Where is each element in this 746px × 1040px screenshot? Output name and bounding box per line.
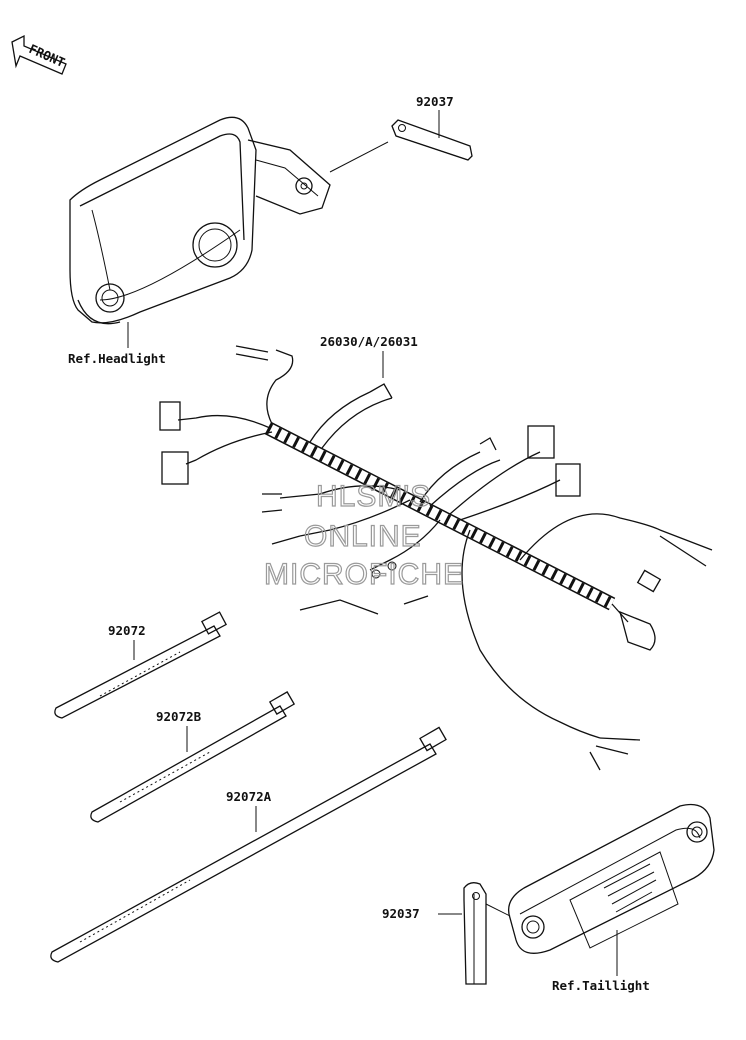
headlight-label: Ref.Headlight (68, 351, 166, 366)
front-arrow-icon: FRONT (11, 34, 67, 75)
band-2-label: 92072B (156, 709, 202, 724)
front-label: FRONT (27, 41, 67, 70)
harness-label: 26030/A/26031 (320, 334, 418, 349)
bracket-bottom-label: 92037 (382, 906, 420, 921)
taillight-label: Ref.Taillight (552, 978, 650, 993)
bracket-top-label: 92037 (416, 94, 454, 109)
bracket-top-drawing (391, 119, 473, 161)
band-92072a-drawing (50, 726, 447, 963)
bracket-bottom-drawing (463, 882, 487, 985)
taillight-drawing (507, 803, 715, 954)
wiring-harness-drawing (159, 345, 713, 771)
band-92072b-drawing (90, 691, 296, 823)
watermark: HLSM'S ONLINE MICROFICHE (263, 479, 464, 591)
headlight-drawing (69, 116, 331, 325)
band-1-label: 92072 (108, 623, 146, 638)
band-92072-drawing (54, 611, 227, 719)
watermark-line-2: ONLINE (304, 520, 422, 553)
band-3-label: 92072A (226, 789, 272, 804)
watermark-line-3: MICROFICHE (264, 558, 464, 591)
watermark-line-1: HLSM'S (316, 480, 431, 513)
